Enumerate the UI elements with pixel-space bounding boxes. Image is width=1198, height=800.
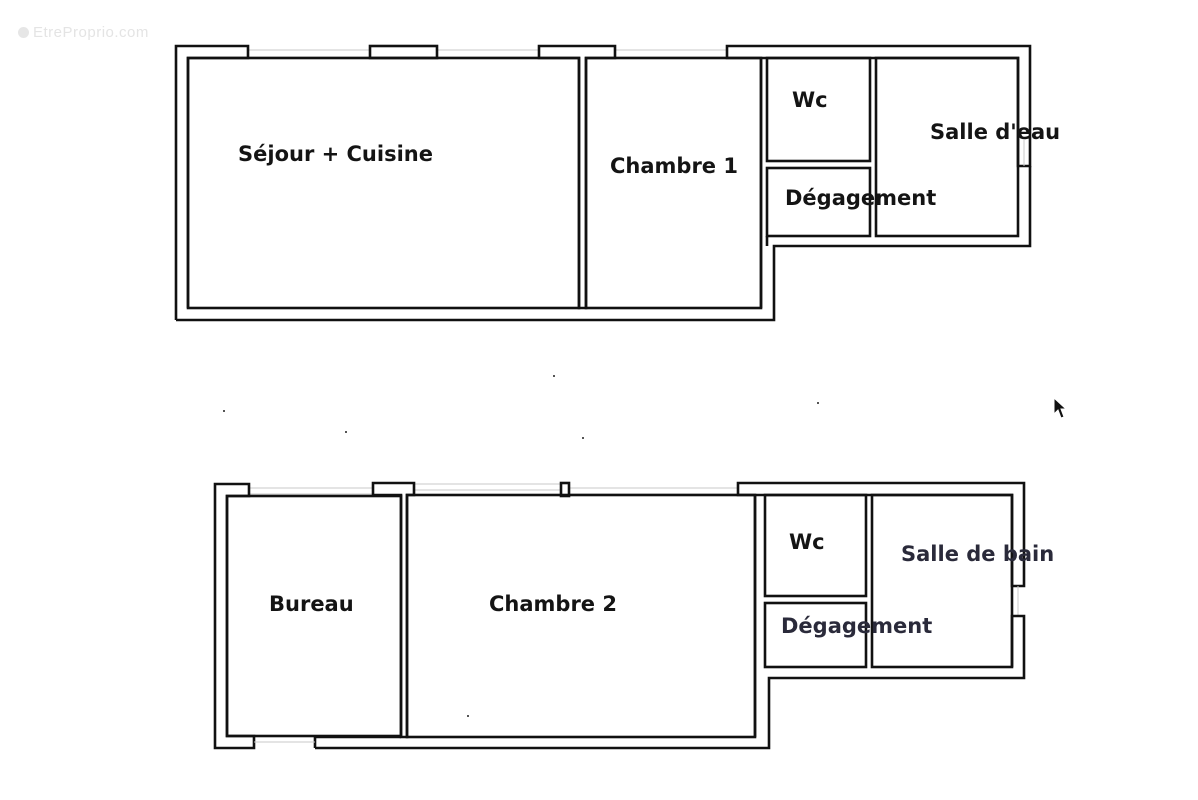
room-label-wc-1: Wc [792,88,828,112]
room-label-chambre-1: Chambre 1 [610,154,738,178]
room-label-wc-2: Wc [789,530,825,554]
watermark-text: EtreProprio.com [33,24,149,41]
speck [345,431,347,433]
room-label-bureau: Bureau [269,592,354,616]
speck [817,402,819,404]
room-label-degagement-2: Dégagement [781,614,933,638]
speck [467,715,469,717]
speck [553,375,555,377]
room-label-salle-de-bain: Salle de bain [901,542,1055,566]
room-label-sejour-cuisine: Séjour + Cuisine [238,142,433,166]
room-label-degagement-1: Dégagement [785,186,937,210]
floor-1-walls [174,44,1032,322]
room-label-chambre-2: Chambre 2 [489,592,617,616]
room-label-salle-deau: Salle d'eau [930,120,1061,144]
speck [582,437,584,439]
speck [223,410,225,412]
watermark-logo-icon [18,27,29,38]
mouse-cursor-icon [1053,397,1068,419]
watermark: EtreProprio.com [18,24,149,41]
floor-2-walls [213,481,1026,750]
